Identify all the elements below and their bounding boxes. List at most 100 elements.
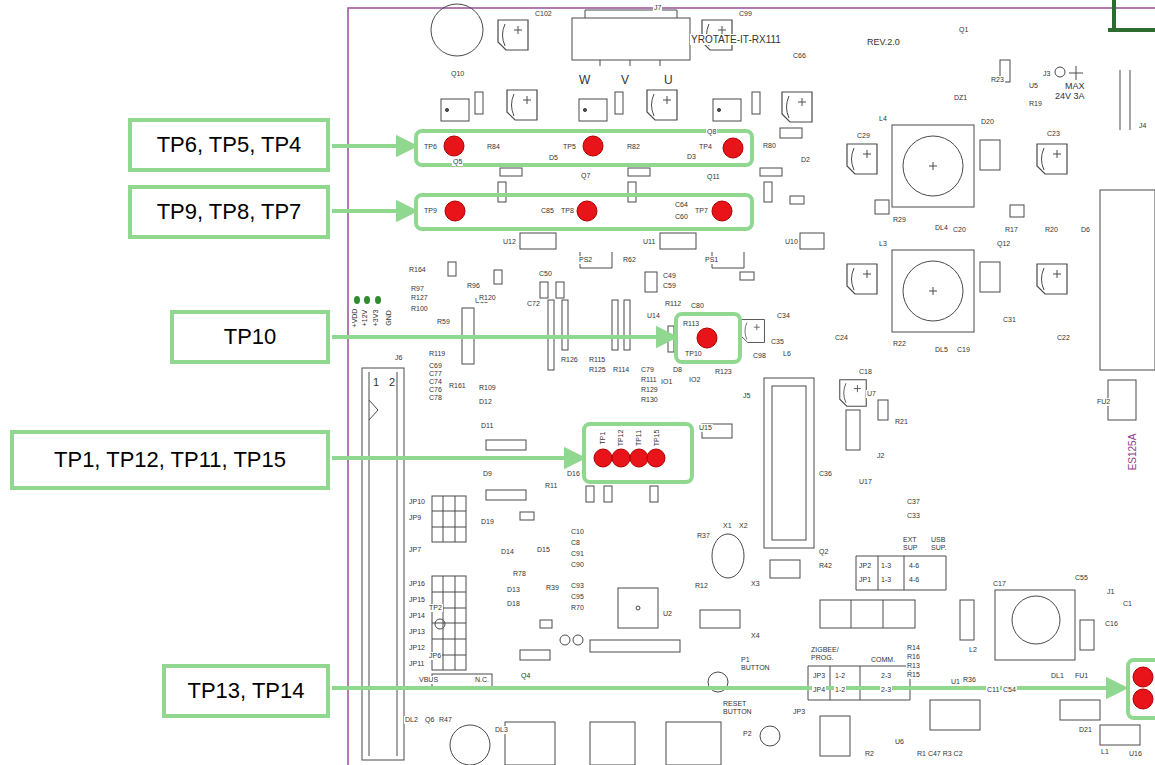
silkscreen-label: D6 [1080, 226, 1091, 234]
silkscreen-label: R16 [906, 653, 921, 661]
callout-box: TP9, TP8, TP7 [128, 185, 330, 239]
silkscreen-label: L1 [1100, 748, 1110, 756]
test-point-dot [445, 201, 465, 221]
silkscreen-label: U14 [646, 312, 661, 320]
silkscreen-label: R119 [428, 350, 446, 358]
silkscreen-label: J4 [1138, 122, 1147, 130]
silkscreen-label: JP13 [408, 628, 426, 636]
silkscreen-label: Q10 [450, 70, 465, 78]
silkscreen-label: TP5 [562, 143, 577, 151]
silkscreen-label: U16 [1128, 750, 1143, 758]
silkscreen-label: R78 [512, 570, 527, 578]
callout-box: TP10 [170, 310, 330, 364]
silkscreen-label: ZIGBEE/ PROG. [810, 646, 848, 661]
callout-text: TP10 [224, 324, 277, 349]
silkscreen-label: X4 [750, 632, 761, 640]
silkscreen-label: D5 [548, 154, 559, 162]
silkscreen-label: R14 [906, 644, 921, 652]
silkscreen-label: J5 [742, 392, 751, 400]
silkscreen-label: R62 [622, 256, 637, 264]
test-point-dot [697, 328, 717, 348]
highlight-frame [416, 195, 752, 229]
silkscreen-label: JP16 [408, 580, 426, 588]
silkscreen-label: C66 [792, 52, 807, 60]
silkscreen-label: RESET BUTTON [722, 700, 760, 715]
silkscreen-label: R113 [682, 320, 700, 328]
silkscreen-label: C80 [690, 302, 705, 310]
silkscreen-label: JP3 [792, 708, 806, 716]
silkscreen-label: X1 [722, 522, 733, 530]
silkscreen-label: C90 [570, 561, 585, 569]
silkscreen-label: C55 [1074, 574, 1089, 582]
silkscreen-label: C16 [1104, 620, 1119, 628]
silkscreen-label: C72 [526, 300, 541, 308]
silkscreen-label: 1-2 [834, 686, 846, 694]
silkscreen-label: R39 [545, 584, 560, 592]
silkscreen-label: Q1 [958, 26, 969, 34]
silkscreen-label: R126 [560, 356, 579, 364]
silkscreen-label: U7 [866, 390, 877, 398]
silkscreen-label: C79 [640, 366, 655, 374]
silkscreen-label: L6 [782, 350, 792, 358]
silkscreen-label: USB SUP. [930, 536, 960, 551]
silkscreen-label: DZ1 [953, 94, 968, 102]
silkscreen-label: TP4 [698, 143, 713, 151]
leader-arrow [398, 203, 414, 219]
silkscreen-label: R125 [588, 366, 607, 374]
silkscreen-label: TP7 [694, 207, 709, 215]
test-point-dot [647, 449, 665, 467]
silkscreen-label: C60 [674, 213, 689, 221]
silkscreen-label: R29 [892, 216, 907, 224]
silkscreen-label: REV.2.0 [866, 38, 901, 48]
silkscreen-label: JP10 [408, 498, 426, 506]
silkscreen-label: JP9 [408, 514, 422, 522]
silkscreen-label: R11 [544, 482, 558, 490]
silkscreen-label: D13 [506, 586, 521, 594]
silkscreen-label: R123 [714, 368, 733, 376]
silkscreen-label: U [663, 74, 674, 87]
silkscreen-label: J7 [653, 4, 662, 12]
silkscreen-label: R70 [570, 604, 585, 612]
test-point-dot [577, 201, 597, 221]
silkscreen-label: JP4 [812, 686, 826, 694]
test-point-dot [1133, 689, 1153, 709]
silkscreen-label: IO2 [688, 376, 701, 384]
leader-arrow [1108, 680, 1124, 696]
silkscreen-label: JP2 [858, 562, 872, 570]
silkscreen-label: ES125A [1127, 433, 1138, 472]
leader-arrow [332, 335, 660, 339]
silkscreen-label: C36 [818, 470, 833, 478]
silkscreen-label: TP12 [617, 429, 625, 448]
silkscreen-label: R42 [818, 562, 833, 570]
silkscreen-label: IO1 [660, 378, 673, 386]
silkscreen-label: C31 [1002, 316, 1017, 324]
silkscreen-label: C85 [540, 207, 555, 215]
silkscreen-label: 1-2 [834, 672, 846, 680]
silkscreen-label: C54 [1002, 686, 1017, 694]
silkscreen-label: R120 [478, 294, 497, 302]
silkscreen-label: C74 [428, 378, 443, 386]
leader-arrow [332, 209, 400, 213]
silkscreen-label: C34 [776, 312, 791, 320]
silkscreen-label: P1 BUTTON [740, 656, 774, 671]
silkscreen-label: J2 [876, 452, 885, 460]
silkscreen-label: MAX [1064, 82, 1086, 92]
silkscreen-label: J1 [1106, 588, 1115, 596]
silkscreen-label: D14 [500, 548, 515, 556]
silkscreen-label: X3 [750, 580, 761, 588]
silkscreen-label: R82 [626, 143, 641, 151]
test-point-dot [612, 449, 630, 467]
test-point-dot [444, 136, 464, 156]
silkscreen-label: R127 [410, 294, 429, 302]
silkscreen-label: 4-6 [908, 562, 920, 570]
silkscreen-label: D12 [478, 398, 493, 406]
callout-box: TP6, TP5, TP4 [128, 118, 330, 172]
silkscreen-label: C50 [538, 270, 553, 278]
silkscreen-label: R15 [906, 671, 921, 679]
silkscreen-label: 2-3 [880, 686, 892, 694]
silkscreen-label: JP1 [858, 576, 872, 584]
silkscreen-label: C20 [952, 226, 967, 234]
